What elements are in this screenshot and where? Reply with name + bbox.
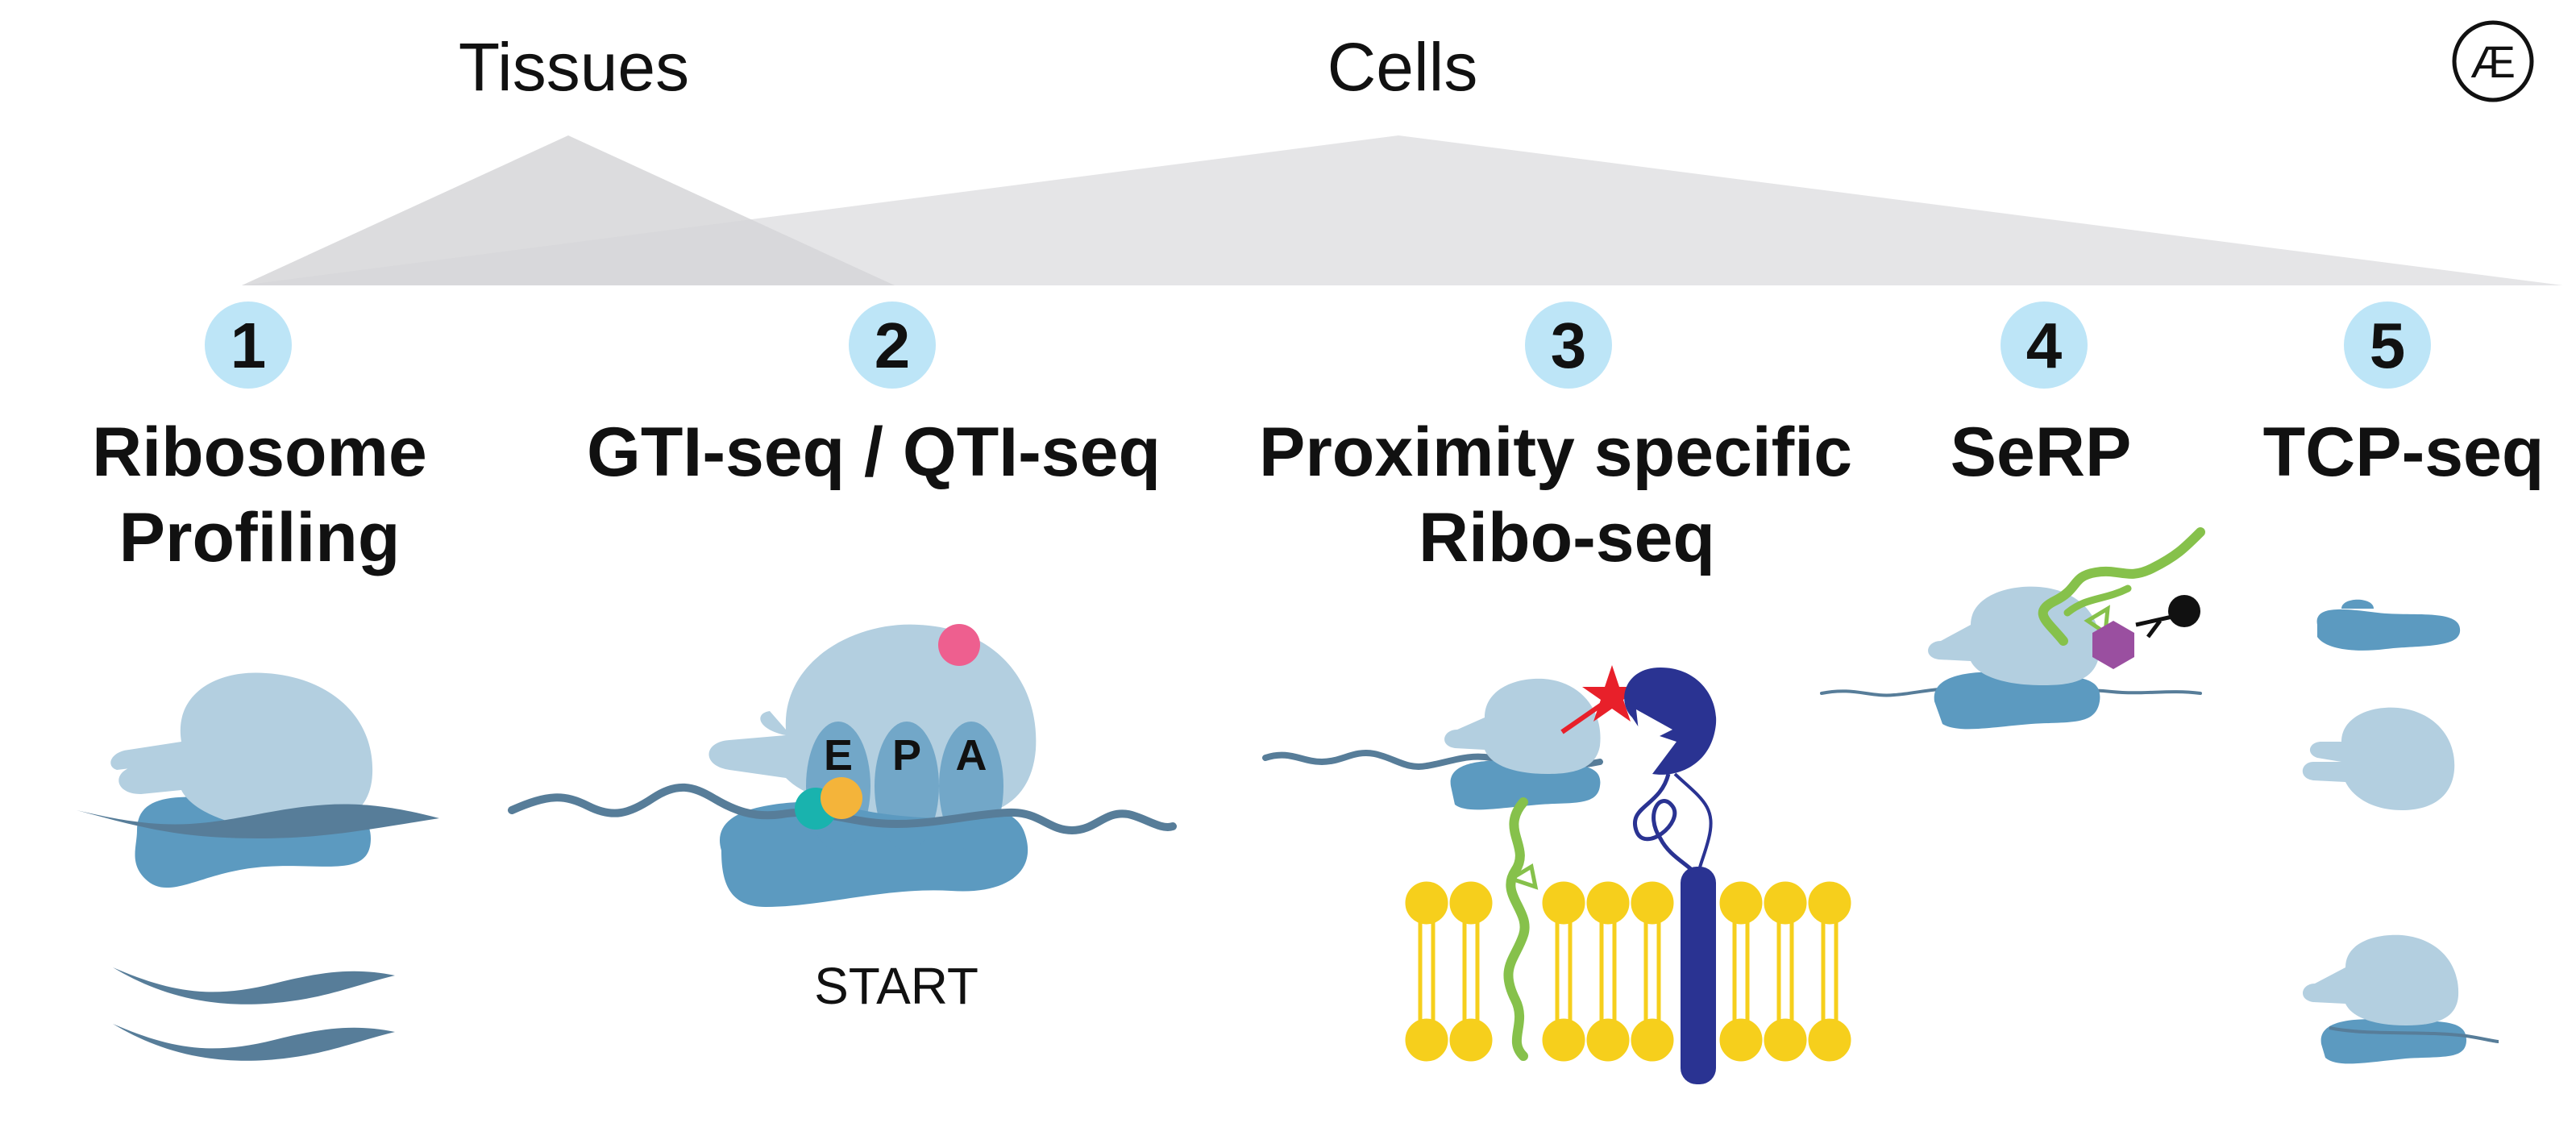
method-1-title-line2: Profiling: [119, 499, 401, 576]
inhibitor-dot-orange: [821, 777, 862, 819]
badge-3-number: 3: [1551, 310, 1587, 381]
full-ribosome-large: [2320, 1019, 2466, 1064]
lipid-group-middle: [1542, 881, 1674, 1062]
method-4-title: SeRP: [1951, 414, 2132, 491]
isolated-large-subunit-knob: [2341, 599, 2374, 609]
method-1-title-line1: Ribosome: [92, 414, 427, 491]
panel-1-ribosome-profiling: [77, 672, 439, 1061]
inhibitor-dot-pink: [938, 624, 980, 666]
biotin-star-icon: [1582, 665, 1642, 722]
ae-logo: Æ: [2452, 20, 2534, 102]
wand-line: [1560, 701, 1606, 734]
p-site-label: P: [892, 731, 921, 780]
badge-5-number: 5: [2370, 310, 2406, 381]
nascent-chain: [2038, 527, 2205, 646]
chaperone-hexagon: [2092, 621, 2134, 669]
cells-triangle: [242, 135, 2563, 285]
chaperone-tether-2: [1673, 772, 1713, 871]
badge-2-number: 2: [875, 310, 911, 381]
affinity-tag-line-2: [2146, 619, 2162, 638]
method-3-title-line2: Ribo-seq: [1419, 499, 1715, 576]
badge-2: 2: [849, 302, 936, 389]
panel-5-tcp-seq: [2302, 599, 2499, 1064]
method-2-title: GTI-seq / QTI-seq: [587, 414, 1161, 491]
ribosome-large-subunit: [1934, 672, 2100, 730]
lipid-group-right: [1719, 881, 1851, 1062]
method-3-title-line1: Proximity specific: [1259, 414, 1852, 491]
ribosome-small-subunit: [1928, 586, 2100, 685]
badge-1-number: 1: [231, 310, 267, 381]
nascent-chain-marker: [1506, 863, 1539, 890]
nascent-chain: [1503, 797, 1530, 1061]
isolated-small-subunit: [2302, 707, 2455, 810]
panel-2-gti-qti-seq: E P A START: [508, 624, 1177, 1015]
nascent-chain-2: [2063, 584, 2132, 617]
chaperone-tether: [1632, 773, 1694, 872]
full-ribosome-small: [2303, 934, 2459, 1025]
a-site-label: A: [956, 731, 987, 780]
transmembrane-anchor: [1681, 867, 1716, 1084]
ribosome-small-subunit: [110, 672, 373, 830]
badge-5: 5: [2344, 302, 2431, 389]
lipid-group-left: [1405, 881, 1493, 1062]
protected-fragment-1: [113, 967, 395, 1004]
p-site-pocket: [875, 722, 939, 851]
start-label: START: [814, 957, 978, 1015]
affinity-tag-bead: [2168, 595, 2200, 627]
chaperone-notch: [1636, 709, 1672, 746]
mrna-strand: [2329, 1026, 2499, 1043]
panel-3-proximity-ribo-seq: [1262, 665, 1851, 1084]
chaperone-protein: [1624, 668, 1717, 775]
affinity-tag-line: [2135, 614, 2173, 627]
nascent-chain-marker: [2084, 605, 2110, 637]
badge-3: 3: [1525, 302, 1612, 389]
lipid-bilayer: [1405, 881, 1851, 1062]
method-5-title: TCP-seq: [2263, 414, 2545, 491]
cells-label: Cells: [1327, 29, 1478, 105]
tissues-triangle: [242, 135, 895, 285]
badge-4-number: 4: [2026, 310, 2063, 381]
panel-4-serp: [1820, 527, 2205, 730]
ae-logo-text: Æ: [2470, 36, 2516, 87]
protected-fragment-2: [113, 1024, 395, 1061]
badge-1: 1: [205, 302, 292, 389]
scale-triangles: [242, 135, 2563, 285]
badge-4: 4: [2001, 302, 2088, 389]
tissues-label: Tissues: [459, 29, 689, 105]
isolated-large-subunit: [2316, 609, 2461, 651]
e-site-label: E: [824, 731, 853, 780]
mrna-strand: [77, 804, 439, 838]
ribosome-small-subunit: [1444, 678, 1601, 774]
